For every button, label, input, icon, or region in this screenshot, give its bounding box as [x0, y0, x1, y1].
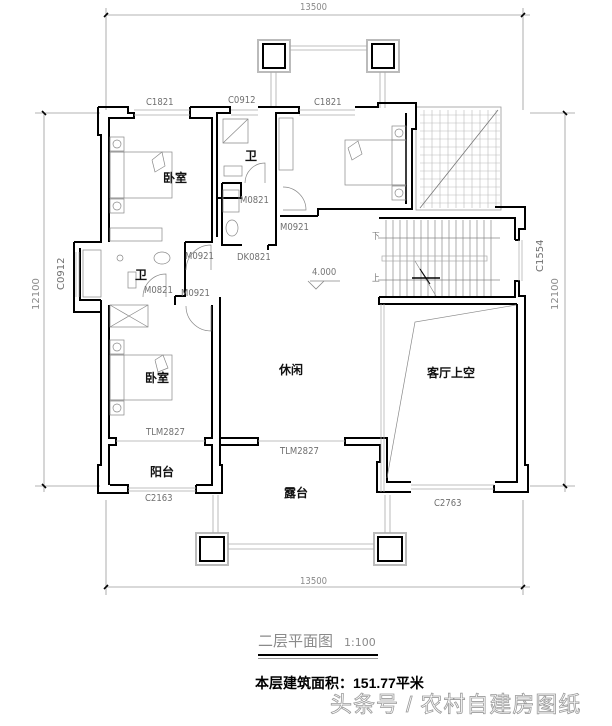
title-underline — [258, 654, 378, 656]
window-c2763: C2763 — [434, 498, 462, 509]
door-m0921-right: M0921 — [280, 222, 309, 233]
drawing-scale: 1:100 — [344, 636, 376, 649]
door-m0921-bedroom: M0921 — [185, 251, 214, 262]
title-underline-thin — [258, 658, 378, 659]
room-bathroom-left: 卫 — [135, 268, 148, 282]
bathroom-fixtures — [82, 118, 249, 298]
elevation-label: 4.000 — [312, 267, 337, 278]
room-living-void: 客厅上空 — [427, 366, 476, 380]
door-m0921-lower: M0921 — [181, 288, 210, 299]
room-lounge: 休闲 — [279, 363, 304, 377]
bottom-columns — [195, 495, 407, 566]
dim-bottom-width: 13500 — [300, 576, 328, 587]
bedroom-top-furniture — [109, 136, 173, 242]
window-c1821-right: C1821 — [314, 97, 342, 108]
elevation-marker — [307, 280, 340, 290]
bedroom-bottom-furniture — [109, 304, 173, 416]
door-m0821-left: M0821 — [144, 285, 173, 296]
window-c1554: C1554 — [535, 239, 546, 272]
void-outline — [386, 304, 517, 479]
room-bathroom-top: 卫 — [245, 149, 258, 163]
dim-top-width: 13500 — [300, 2, 328, 13]
floor-area-label: 本层建筑面积：151.77平米 — [255, 675, 424, 691]
stair-down-label: 下 — [372, 232, 380, 242]
dimension-ticks — [41, 12, 568, 590]
door-tlm2827-bedroom: TLM2827 — [146, 427, 185, 438]
top-columns — [257, 39, 400, 108]
door-dk0821: DK0821 — [237, 252, 271, 263]
bedroom-right-furniture — [278, 117, 407, 201]
dimension-lines — [35, 8, 575, 595]
door-m0821-top: M0821 — [240, 195, 269, 206]
stair-up-label: 上 — [372, 274, 380, 284]
dim-right-height: 12100 — [550, 278, 561, 310]
room-balcony: 阳台 — [150, 465, 175, 479]
room-bedroom-top: 卧室 — [163, 171, 188, 185]
walls — [73, 102, 529, 494]
window-c2163: C2163 — [145, 493, 173, 504]
window-c0912-top: C0912 — [228, 95, 256, 106]
door-tlm2827-lounge: TLM2827 — [280, 446, 319, 457]
room-bedroom-bottom: 卧室 — [145, 371, 170, 385]
room-terrace: 露台 — [284, 486, 309, 500]
window-c1821-left: C1821 — [146, 97, 174, 108]
window-lines — [75, 109, 523, 492]
watermark: 头条号 / 农村自建房图纸 — [330, 692, 582, 717]
window-c0912-left: C0912 — [56, 257, 67, 290]
stair-treads — [378, 220, 500, 297]
drawing-title: 二层平面图 — [258, 632, 334, 650]
dim-left-height: 12100 — [31, 278, 42, 310]
roof-tile-hatch — [415, 106, 502, 211]
door-swings — [142, 162, 307, 332]
